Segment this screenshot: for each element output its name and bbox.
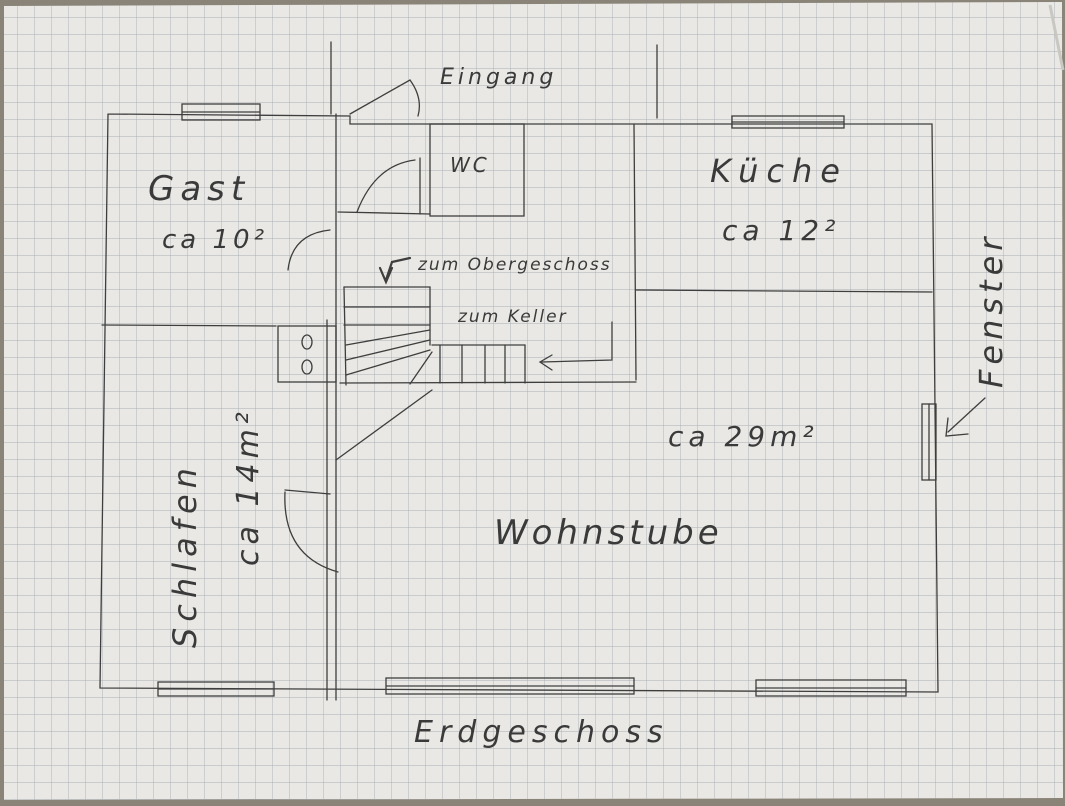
kitchen-bottom-wall	[635, 289, 933, 293]
stair-step	[345, 339, 431, 361]
wc-room	[429, 123, 525, 217]
label-kitchen-area: ca 12²	[722, 214, 840, 247]
label-to-upper-floor: zum Obergeschoss	[417, 255, 612, 275]
label-guest-area: ca 10²	[162, 225, 268, 255]
chimney-flue-2	[301, 359, 313, 375]
label-bedroom-area: ca 14m²	[231, 407, 266, 566]
label-to-cellar: zum Keller	[457, 307, 568, 327]
guest-bottom-wall	[101, 324, 277, 327]
upper-floor-arrow	[378, 256, 412, 285]
bedroom-door	[284, 489, 339, 573]
label-kitchen: Küche	[710, 152, 848, 190]
stair-step	[409, 351, 433, 385]
window-arrow	[945, 397, 986, 437]
label-guest: Gast	[148, 169, 250, 209]
label-bedroom: Schlafen	[166, 462, 204, 648]
guest-door	[287, 229, 331, 271]
entrance-door	[349, 79, 421, 117]
page-fold	[1048, 4, 1065, 71]
label-wc: WC	[450, 153, 490, 177]
label-entrance: Eingang	[440, 65, 557, 90]
hall-bottom-wall	[339, 381, 637, 384]
wc-door	[356, 159, 416, 213]
stair-diagonal	[335, 389, 433, 461]
chimney-flue-1	[301, 334, 313, 350]
label-living-room: Wohnstube	[494, 513, 723, 553]
chimney	[277, 325, 337, 383]
stair-step	[345, 329, 431, 346]
cellar-arrow	[538, 321, 613, 371]
label-floor-name: Erdgeschoss	[414, 715, 669, 750]
paper-grid	[4, 2, 1063, 800]
kitchen-left-wall	[633, 123, 637, 381]
wc-partition	[337, 211, 431, 215]
stair-step	[345, 349, 431, 376]
label-window: Fenster	[972, 233, 1010, 388]
stair-side	[343, 286, 347, 386]
label-living-area: ca 29m²	[668, 420, 819, 453]
